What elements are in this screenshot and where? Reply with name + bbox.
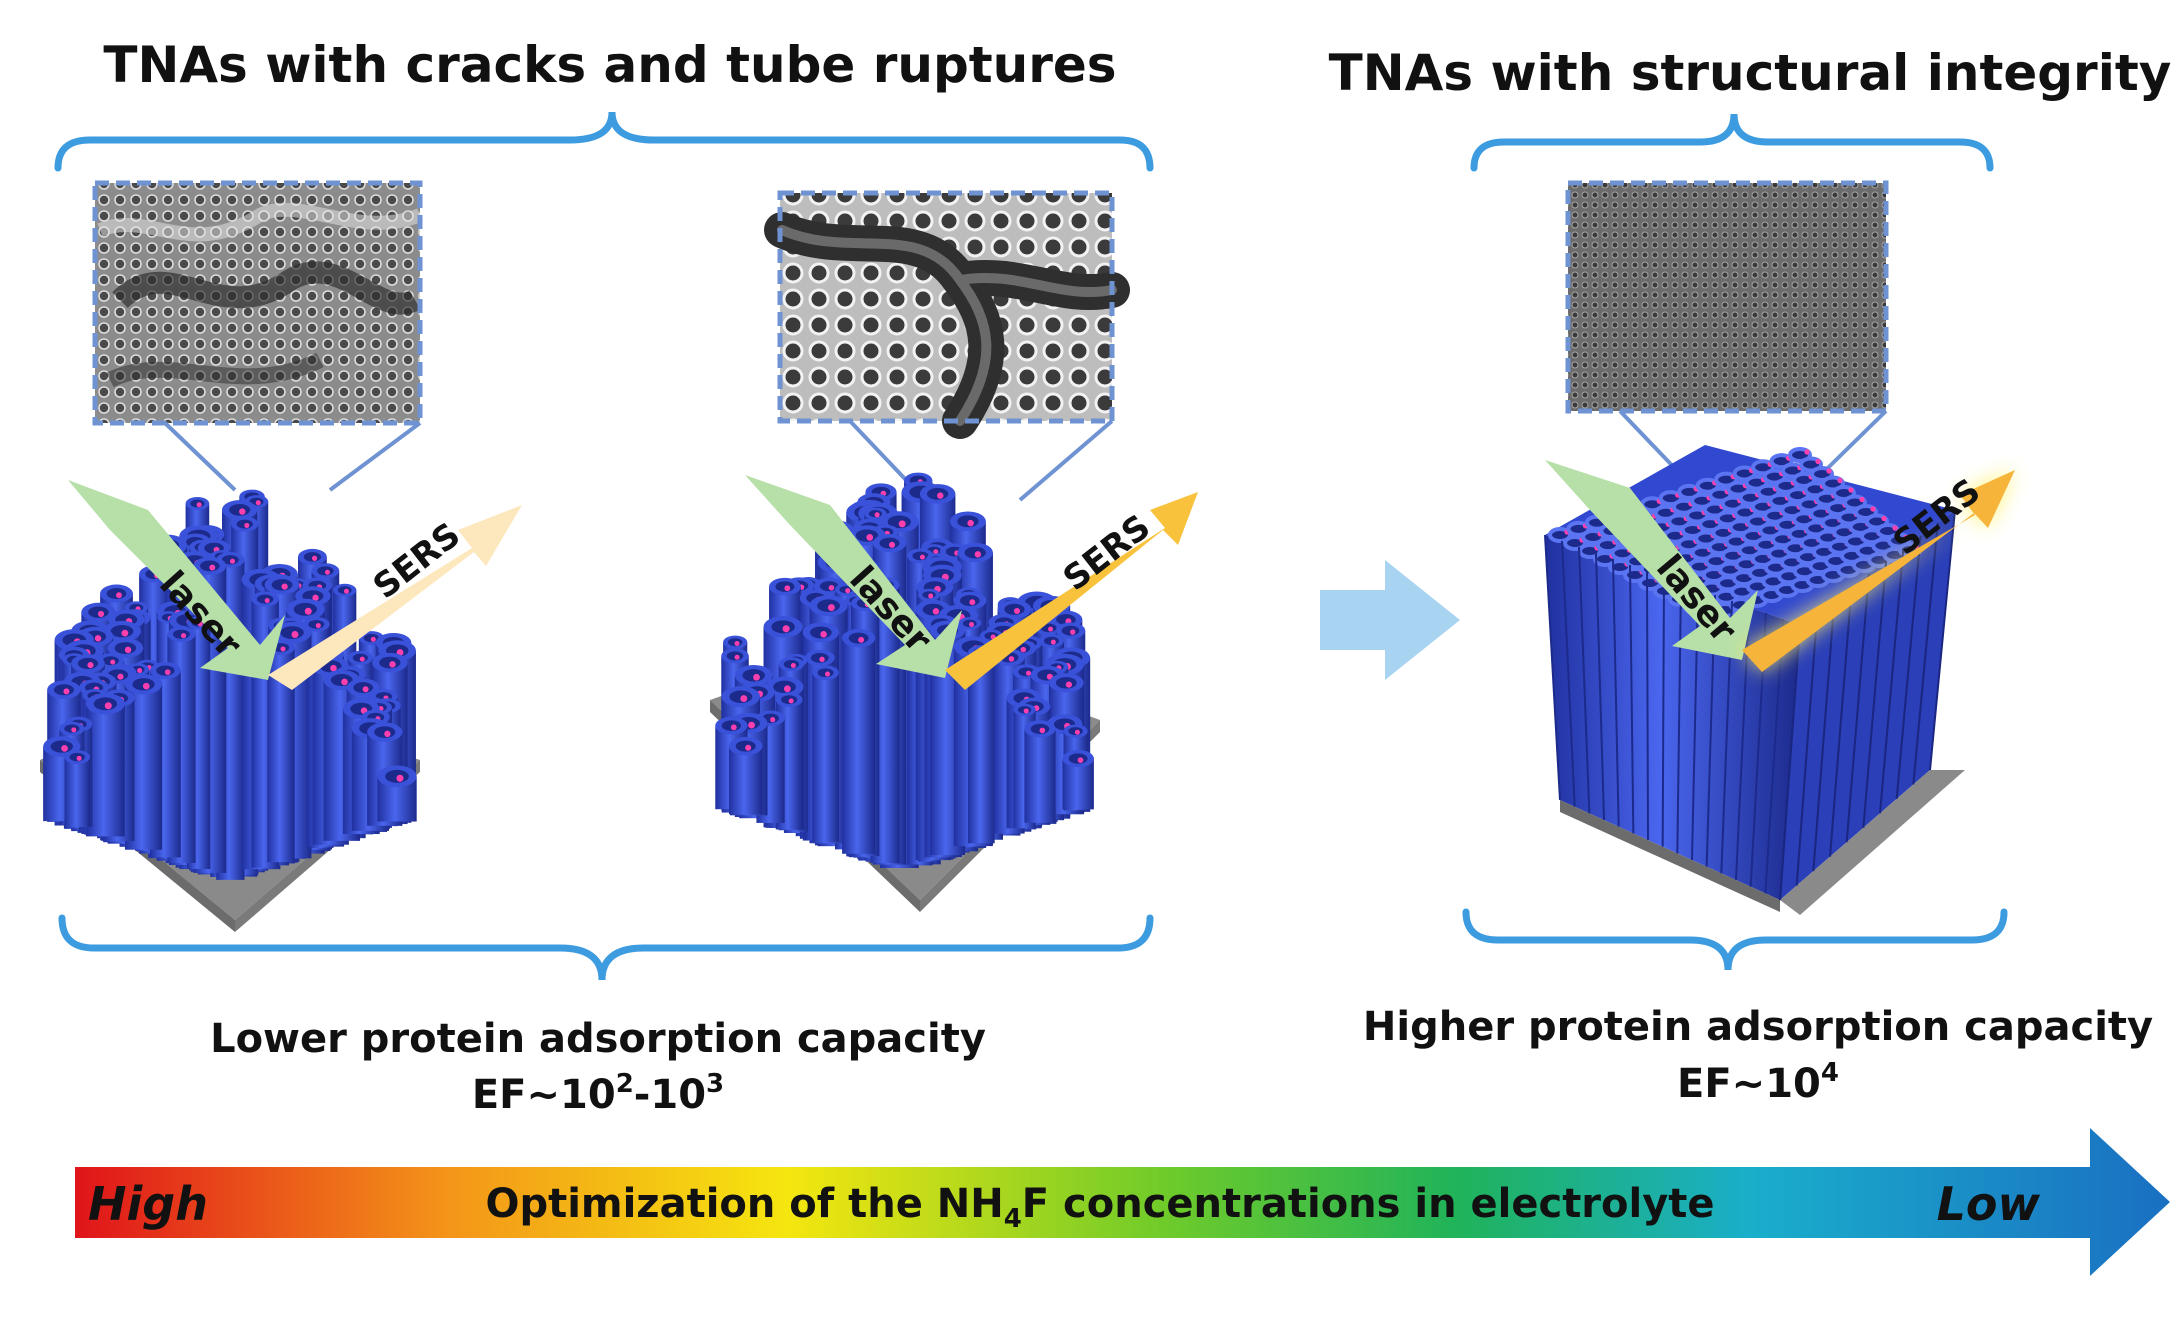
tube-edge-line: [1764, 618, 1784, 894]
caption-right-line1: Higher protein adsorption capacity: [1363, 1004, 2153, 1050]
nanotube-1-93: [64, 750, 90, 827]
nanotube-2-93: [728, 736, 763, 815]
nanotube-1-94: [377, 765, 417, 822]
sem-inset-2: [764, 190, 1130, 439]
tube-edge-line: [1929, 509, 1956, 771]
nanotube-array-2: [710, 472, 1100, 912]
nanotube-1-82: [85, 693, 125, 837]
tube-edge-line: [1829, 586, 1853, 857]
nanotube-3-0: [1548, 527, 1572, 543]
tube-edge-line: [1912, 522, 1939, 785]
sers-arrow-3: [1742, 470, 2015, 672]
gradient-center-suffix: F concentrations in electrolyte: [1022, 1181, 1715, 1227]
bottom-brace-left: [58, 914, 1154, 981]
sers-label-2: SERS: [1056, 507, 1158, 599]
nanotube-3-15: [1581, 528, 1606, 545]
caption-right-ef-prefix: EF~10: [1677, 1061, 1821, 1107]
tube-edge-line: [1612, 558, 1620, 827]
tube-edge-line: [1795, 612, 1819, 886]
nanotube-array-1: [40, 489, 420, 932]
tube-edge-line: [1879, 548, 1905, 814]
concentration-gradient-arrow: [75, 1128, 2170, 1276]
transition-arrow: [1320, 560, 1460, 680]
tube-edge-line: [1862, 561, 1888, 828]
heading-right: TNAs with structural integrity: [1329, 44, 2172, 102]
nanotube-2-94: [1062, 749, 1094, 810]
tube-edge-line: [1544, 534, 1561, 801]
gradient-label-high: High: [88, 1177, 208, 1231]
nanotube-2-59: [842, 629, 876, 854]
bottom-brace-right: [1462, 908, 2008, 971]
tube-edge-line: [1595, 552, 1605, 821]
gradient-center-prefix: Optimization of the NH: [485, 1181, 1003, 1227]
caption-right-ef-exp1: 4: [1821, 1058, 1839, 1088]
laser-arrow-3: [1545, 460, 1758, 660]
sem-inset-3: [1565, 180, 1889, 414]
top-brace-right: [1470, 113, 1994, 172]
laser-arrow-2: [745, 475, 962, 678]
tube-edge-line: [1661, 576, 1665, 847]
tube-edge-line: [1676, 582, 1682, 854]
top-brace-left: [54, 111, 1154, 172]
heading-left: TNAs with cracks and tube ruptures: [103, 36, 1116, 94]
nanotube-1-53: [267, 640, 295, 863]
caption-right-ef: EF~104: [1677, 1058, 1839, 1107]
tube-edge-line: [1845, 573, 1870, 843]
nanotube-2-91: [1024, 720, 1056, 823]
caption-left-ef-exp2: 3: [706, 1069, 724, 1099]
caption-left-ef-mid: -10: [634, 1072, 706, 1118]
tube-edge-line: [1646, 570, 1649, 841]
nanotube-3-111: [1865, 513, 1889, 530]
caption-left-ef-exp1: 2: [616, 1069, 634, 1099]
tube-edge-line: [1812, 599, 1836, 872]
caption-left-ef-prefix: EF~10: [472, 1072, 616, 1118]
nanotube-array-3: [1544, 445, 1965, 915]
tube-edge-line: [1578, 546, 1591, 814]
laser-arrow-1: [68, 480, 285, 680]
caption-left-line1: Lower protein adsorption capacity: [210, 1016, 986, 1062]
gradient-center-text: Optimization of the NH4F concentrations …: [485, 1181, 1714, 1234]
sers-arrow-1: [268, 505, 522, 690]
gradient-center-sub: 4: [1004, 1204, 1022, 1234]
caption-left-ef: EF~102-103: [472, 1069, 724, 1118]
nanotube-2-75: [812, 665, 839, 843]
tube-edge-line: [1629, 564, 1635, 834]
nanotube-3-1: [1566, 520, 1591, 537]
sers-arrow-2: [945, 492, 1198, 690]
tube-edge-line: [1779, 624, 1801, 901]
gradient-label-low: Low: [1937, 1177, 2041, 1231]
tube-edge-line: [1561, 540, 1576, 807]
tube-edge-line: [1895, 535, 1922, 799]
sem-inset-1: [92, 180, 423, 426]
